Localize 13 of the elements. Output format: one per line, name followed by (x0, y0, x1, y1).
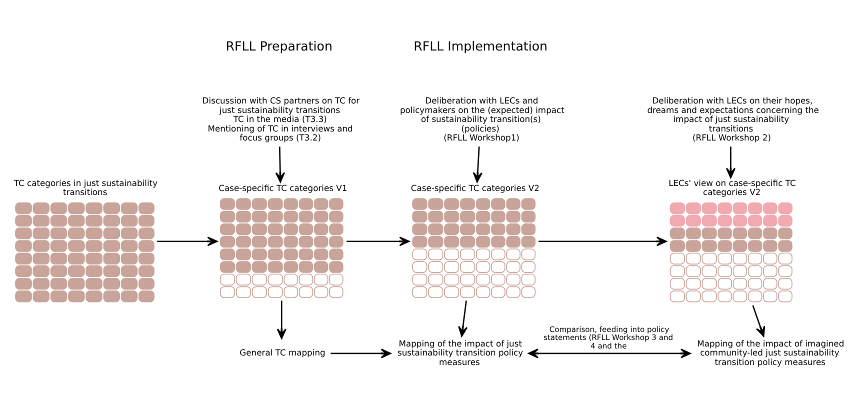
node-text: Mapping of the impact of imagined community-led just sustainability transition policy measures (697, 338, 844, 367)
node-label: LECs' view on case-specific TC categories V2 (668, 178, 796, 198)
node-text: General TC mapping (240, 348, 326, 358)
label: RFLL Preparation (226, 38, 332, 54)
label: RFLL Implementation (414, 38, 548, 54)
edge-label: Comparison, feeding into policy statements (RFLL Workshop 3 and 4 and the (544, 324, 674, 351)
node-text: Deliberation with LECs and policymakers on the (expected) impact of sustainability transition(s) (policies) (RFLL Workshop1) (400, 96, 564, 143)
node-text: Deliberation with LECs on their hopes, dreams and expectations concerning the impact of just sustainability transitions (RFLL Workshop 2) (647, 96, 819, 143)
node-text: Discussion with CS partners on TC for just sustainability transitions TC in the media (T3.3) Mentioning of TC in interviews and focus groups (T3.2) (202, 96, 360, 143)
node-label: Case-specific TC categories V2 (410, 183, 540, 194)
node-label: Case-specific TC categories V1 (218, 183, 348, 194)
node-text: Mapping of the impact of just sustainability transition policy measures (397, 338, 524, 367)
node-label: TC categories in just sustainability transitions (14, 178, 158, 198)
